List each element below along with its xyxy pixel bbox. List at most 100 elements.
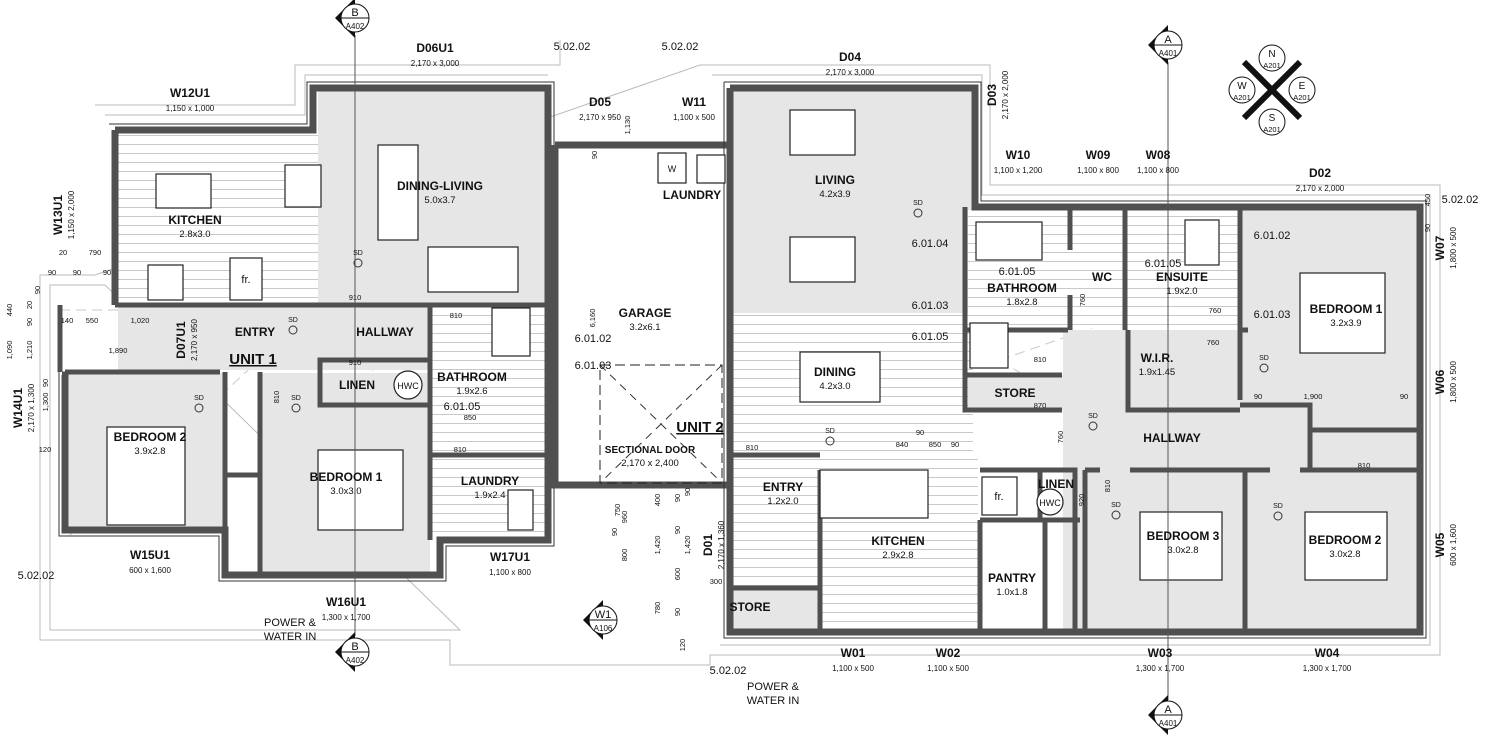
dimension-label: 90	[610, 528, 619, 536]
room-size-u1_bedroom1: 3.0x3.0	[330, 486, 361, 497]
laundry-sink	[696, 154, 726, 184]
room-name-u2_entry: ENTRY	[763, 480, 803, 494]
opening-tag-W04: W04	[1315, 646, 1340, 660]
section-marker[interactable]	[1148, 25, 1183, 65]
opening-tag-W03: W03	[1148, 646, 1173, 660]
elevation-marker[interactable]	[1258, 44, 1286, 72]
room-name-u1_bathroom: BATHROOM	[437, 370, 507, 384]
room-name-u2_bedroom2: BEDROOM 2	[1309, 533, 1382, 547]
elevation-marker[interactable]	[1258, 108, 1286, 136]
room-size-u2_bedroom1: 3.2x3.9	[1330, 318, 1361, 329]
elevation-marker[interactable]	[1288, 76, 1316, 104]
dimension-label: 1,130	[623, 116, 632, 135]
dimension-label: 1,890	[109, 346, 128, 355]
smoke-detector-icon	[353, 258, 363, 268]
dining-table	[799, 351, 881, 403]
room-name-u2_bedroom1: BEDROOM 1	[1310, 302, 1383, 316]
unit-2-label: UNIT 2	[676, 419, 724, 436]
opening-size-W15U1: 600 x 1,600	[129, 566, 171, 575]
opening-tag-D06U1: D06U1	[416, 41, 454, 55]
dimension-label: 750	[613, 504, 622, 517]
opening-size-W04: 1,300 x 1,700	[1303, 664, 1352, 673]
bathtub	[975, 221, 1043, 261]
washer	[657, 152, 687, 184]
opening-size-D06U1: 2,170 x 3,000	[411, 59, 460, 68]
opening-tag-W16U1: W16U1	[326, 595, 366, 609]
elevation-marker-id: S	[1269, 113, 1276, 124]
opening-size-D07U1: 2,170 x 950	[190, 319, 199, 361]
spec-callout: 6.01.05	[444, 401, 481, 413]
dimension-label: 810	[746, 443, 759, 452]
dimension-label: 1,900	[1304, 392, 1323, 401]
elevation-marker-sheet: A201	[1293, 93, 1311, 102]
room-name-garage_laundry: LAUNDRY	[663, 188, 721, 202]
room-name-u1_hwc: HWC	[397, 381, 419, 391]
room-name-u2_pantry: PANTRY	[988, 571, 1036, 585]
sectional-door	[599, 364, 723, 484]
shower	[1184, 219, 1220, 266]
spec-callout: 5.02.02	[662, 41, 699, 53]
elevation-marker[interactable]	[1228, 76, 1256, 104]
dimension-label: 920	[1077, 494, 1086, 507]
spec-callout: 6.01.05	[999, 266, 1036, 278]
hwc-tank	[393, 370, 423, 400]
fridge-label: fr.	[994, 491, 1003, 503]
dimension-label: 800	[620, 549, 629, 562]
room-size-u1_dining_living: 5.0x3.7	[424, 195, 455, 206]
dimension-label: 90	[103, 268, 111, 277]
section-marker[interactable]	[335, 632, 370, 672]
dimension-label: 300	[710, 577, 723, 586]
dimension-label: 1,020	[131, 316, 150, 325]
room-name-u1_kitchen: KITCHEN	[168, 213, 221, 227]
opening-tag-W05: W05	[1433, 532, 1447, 557]
spec-callout: 6.01.02	[1254, 230, 1291, 242]
opening-tag-D02: D02	[1309, 166, 1331, 180]
dimension-label: 810	[1034, 355, 1047, 364]
section-marker-id: A	[1164, 34, 1172, 46]
opening-tag-W06: W06	[1433, 369, 1447, 394]
spec-callout: 6.01.04	[912, 238, 949, 250]
dimension-label: 20	[25, 301, 34, 309]
dimension-label: 910	[349, 358, 362, 367]
opening-size-D05: 2,170 x 950	[579, 113, 621, 122]
section-marker[interactable]	[335, 0, 370, 38]
room-name-u2_hallway: HALLWAY	[1143, 431, 1201, 445]
dimension-label: 90	[1400, 392, 1408, 401]
dimension-label: 960	[620, 511, 629, 524]
room-size-u2_entry: 1.2x2.0	[767, 496, 798, 507]
section-marker-sheet: A401	[1159, 719, 1178, 728]
room-name-u2_living: LIVING	[815, 173, 855, 187]
shower	[969, 322, 1009, 369]
section-marker-sheet: A401	[1159, 49, 1178, 58]
opening-tag-W01: W01	[841, 646, 866, 660]
section-marker[interactable]	[1148, 695, 1183, 735]
room-size-u2_kitchen: 2.9x2.8	[882, 550, 913, 561]
bed	[1304, 511, 1388, 581]
section-lines	[354, 35, 1169, 700]
dimension-label: 90	[1423, 224, 1432, 232]
room-name-u1_bedroom2: BEDROOM 2	[114, 430, 187, 444]
opening-tag-W07: W07	[1433, 235, 1447, 260]
opening-size-W07: 1,800 x 500	[1449, 227, 1458, 269]
opening-tag-W10: W10	[1006, 148, 1031, 162]
room-name-u1_dining_living: DINING-LIVING	[397, 179, 483, 193]
dimension-label: 550	[86, 316, 99, 325]
bed	[106, 426, 186, 526]
dimension-label: 840	[896, 440, 909, 449]
section-marker[interactable]	[583, 600, 618, 640]
bed	[317, 449, 404, 531]
room-name-garage: GARAGE	[619, 306, 672, 320]
section-marker-id: B	[351, 7, 358, 19]
opening-tag-W08: W08	[1146, 148, 1171, 162]
opening-size-W01: 1,100 x 500	[832, 664, 874, 673]
room-name-u1_entry: ENTRY	[235, 325, 275, 339]
sofa	[427, 246, 519, 293]
dimension-label: 760	[1078, 294, 1087, 307]
opening-size-D01: 2,170 x 1,360	[717, 520, 726, 569]
fridge	[229, 257, 263, 301]
opening-tag-W15U1: W15U1	[130, 548, 170, 562]
dimension-label: 140	[61, 316, 74, 325]
power-water-note: WATER IN	[747, 695, 800, 707]
room-size-u2_wir: 1.9x1.45	[1139, 367, 1175, 378]
room-name-u2_dining: DINING	[814, 365, 856, 379]
